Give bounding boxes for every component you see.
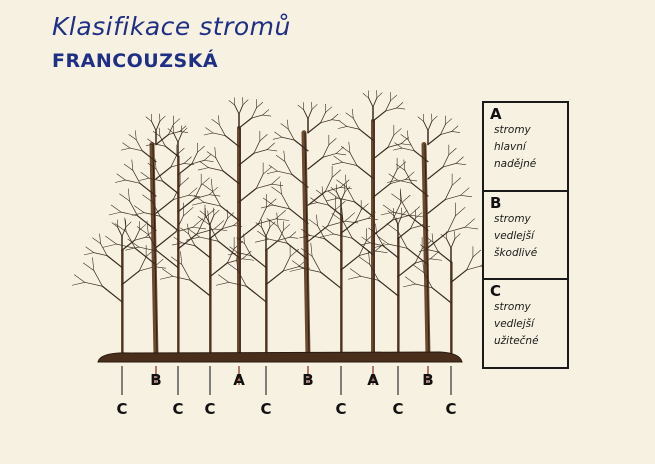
tree-class-label: B (422, 371, 434, 389)
tree-c (402, 231, 492, 357)
tree-c (125, 125, 228, 357)
tree-a (185, 97, 290, 358)
tree-b (374, 113, 479, 359)
legend-letter: A (490, 105, 502, 123)
legend-letter: B (490, 193, 502, 212)
tree-class-label: C (172, 400, 184, 418)
tree-c (159, 207, 255, 357)
tree-c (215, 219, 311, 357)
legend-letter: C (490, 282, 502, 301)
legend-item-a: A stromy hlavní nadějné (484, 103, 567, 192)
legend-item-b: B stromy vedlejší škodlivé (484, 192, 567, 281)
legend-text: stromy vedlejší škodlivé (494, 212, 538, 259)
tree-c (71, 219, 167, 357)
tree-class-label: C (445, 400, 457, 418)
tree-class-label: C (260, 400, 272, 418)
tree-class-label: B (302, 371, 314, 389)
tree-class-label: A (367, 371, 379, 389)
tree-class-label: C (116, 400, 128, 418)
diagram-subtitle: FRANCOUZSKÁ (52, 50, 219, 72)
tree-class-label: C (392, 400, 404, 418)
tree-class-label: A (233, 371, 245, 389)
trees-layer (71, 90, 492, 359)
legend-text: stromy vedlejší užitečné (494, 301, 539, 348)
legend: A stromy hlavní nadějné B stromy vedlejš… (482, 101, 569, 369)
tree-b (254, 101, 359, 359)
tree-class-label: C (204, 400, 216, 418)
ground (97, 351, 463, 363)
tree-class-label: B (150, 371, 162, 389)
tree-b (102, 113, 207, 359)
marker-lines (121, 366, 452, 395)
tree-class-label: C (335, 400, 347, 418)
tree-a (319, 90, 424, 358)
tree-c (347, 207, 443, 357)
diagram-title: Klasifikace stromů (52, 12, 291, 41)
legend-text: stromy hlavní nadějné (494, 124, 537, 170)
legend-item-c: C stromy vedlejší užitečné (484, 280, 567, 367)
